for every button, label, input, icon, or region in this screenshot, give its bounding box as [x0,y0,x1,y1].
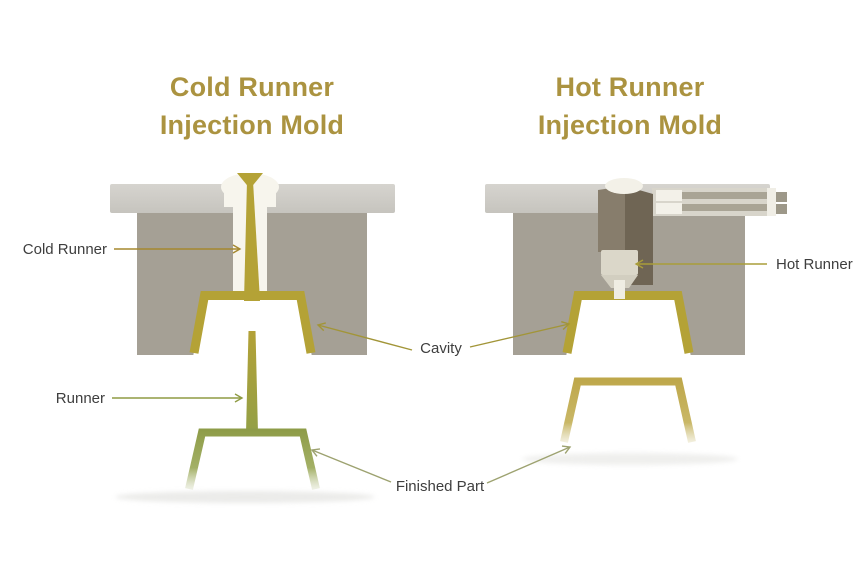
sprue-funnel [237,173,263,187]
finished-part-arrow-left [310,448,392,483]
hot-runner-mold [485,178,787,465]
hot-mold-ground-shadow [522,453,738,465]
rod-end-nut-bottom [776,204,787,214]
hot-cavity-outline [562,291,694,354]
hot-runner-title: Hot Runner Injection Mold [478,68,782,144]
heater-rod-top [680,192,769,199]
rod-collar-top [656,190,682,201]
cavity-arrow-right [469,321,571,348]
cavity-arrow-left [316,322,413,351]
cold-runner-label: Cold Runner [22,241,107,258]
cold-runner-mold [110,173,395,503]
hot-runner-block-light-face [598,186,625,252]
rod-collar-bottom [656,203,682,214]
cold-runner-title-line2: Injection Mold [159,110,345,140]
hot-runner-label: Hot Runner [776,256,853,273]
runner-label: Runner [55,390,105,407]
hot-runner-inlet-dome [605,178,643,194]
cold-sprue-channel [244,181,260,301]
cold-runner-title-line1: Cold Runner [169,72,335,102]
rod-end-plate [767,188,776,216]
heater-rod-bottom [680,204,769,211]
ejected-runner [246,331,258,433]
hot-cavity-interior [566,295,691,357]
cold-cavity-interior [193,295,312,357]
cold-runner-title: Cold Runner Injection Mold [100,68,404,144]
cavity-label: Cavity [420,340,462,357]
finished-part-label: Finished Part [395,478,485,495]
hot-finished-part [560,377,696,443]
rod-end-nut-top [776,192,787,202]
finished-part-arrow-right [486,445,572,484]
cold-finished-part [185,428,320,490]
nozzle-tip [614,280,625,299]
hot-runner-title-line2: Injection Mold [537,110,723,140]
nozzle-body [601,250,638,275]
cold-mold-ground-shadow [115,491,375,503]
hot-runner-title-line1: Hot Runner [555,72,705,102]
callout-arrows [112,244,767,484]
